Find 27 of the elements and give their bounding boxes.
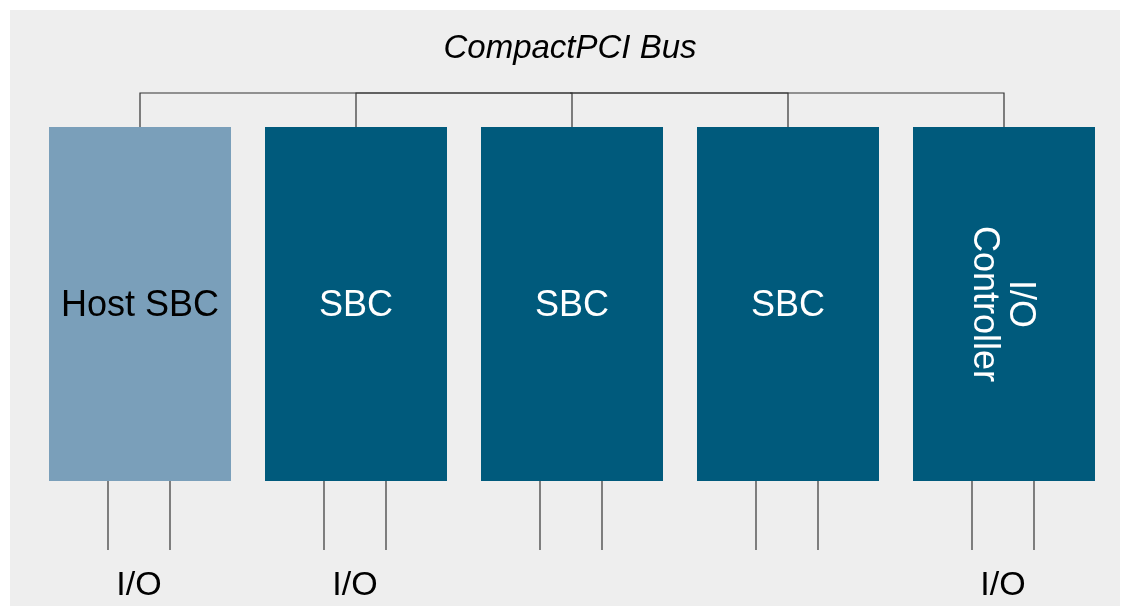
connector-line [817, 480, 819, 551]
connector-line [971, 480, 973, 551]
io-label: I/O [980, 566, 1026, 600]
bus-title: CompactPCI Bus [443, 30, 697, 63]
board-box [481, 127, 663, 481]
connector-line [355, 92, 571, 128]
connector-line [385, 480, 387, 551]
connector-line [107, 480, 109, 551]
connector-line [569, 92, 573, 128]
board-label: SBC [535, 286, 609, 322]
board-label: SBC [751, 286, 825, 322]
io-label: I/O [116, 566, 162, 600]
board-label: SBC [319, 286, 393, 322]
connector-line [169, 480, 171, 551]
connector-line [1033, 480, 1035, 551]
board-label: Host SBC [60, 286, 219, 322]
board-label: I/O Controller [968, 224, 1040, 385]
board-box [697, 127, 879, 481]
connector-line [323, 480, 325, 551]
board-box [913, 127, 1095, 481]
connector-line [601, 480, 603, 551]
io-label: I/O [332, 566, 378, 600]
connector-line [755, 480, 757, 551]
connector-line [569, 92, 1005, 128]
board-box [49, 127, 231, 481]
board-box [265, 127, 447, 481]
connector-line [539, 480, 541, 551]
